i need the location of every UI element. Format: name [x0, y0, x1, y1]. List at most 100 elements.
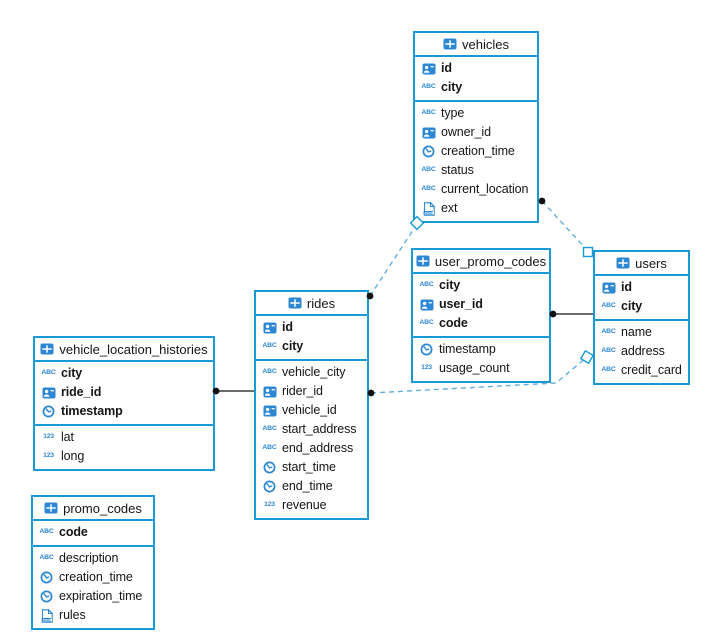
field-row-user_id[interactable]: user_id	[413, 295, 549, 314]
section-divider	[415, 100, 537, 102]
field-name: creation_time	[441, 144, 515, 159]
field-row-timestamp[interactable]: timestamp	[35, 402, 213, 421]
abc-text-icon: ABC	[421, 185, 436, 193]
clock-icon	[42, 405, 55, 418]
field-name: city	[441, 80, 463, 95]
field-name: owner_id	[441, 125, 491, 140]
field-name: code	[439, 316, 468, 331]
user-id-icon	[42, 387, 55, 398]
field-row-creation_time[interactable]: creation_time	[33, 568, 153, 587]
field-name: usage_count	[439, 361, 510, 376]
svg-text:JSON: JSON	[42, 618, 52, 622]
field-name: lat	[61, 430, 74, 445]
field-row-id[interactable]: id	[415, 59, 537, 78]
field-name: current_location	[441, 182, 529, 197]
number-123-icon: 123	[264, 501, 275, 509]
table-header[interactable]: rides	[256, 292, 367, 316]
field-name: ride_id	[61, 385, 102, 400]
field-row-ext[interactable]: JSON ext	[415, 199, 537, 218]
field-name: ext	[441, 201, 458, 216]
field-row-rider_id[interactable]: rider_id	[256, 382, 367, 401]
table-header[interactable]: vehicle_location_histories	[35, 338, 213, 362]
field-row-start_time[interactable]: start_time	[256, 458, 367, 477]
field-row-current_location[interactable]: ABC current_location	[415, 180, 537, 199]
field-row-timestamp[interactable]: timestamp	[413, 340, 549, 359]
clock-icon	[40, 590, 53, 603]
clock-icon	[40, 571, 53, 584]
field-name: vehicle_id	[282, 403, 337, 418]
field-name: start_address	[282, 422, 357, 437]
field-name: credit_card	[621, 363, 682, 378]
field-row-creation_time[interactable]: creation_time	[415, 142, 537, 161]
user-id-icon	[420, 299, 433, 310]
table-header[interactable]: vehicles	[415, 33, 537, 57]
user-id-icon	[263, 322, 276, 333]
abc-text-icon: ABC	[39, 554, 54, 562]
table-header[interactable]: user_promo_codes	[413, 250, 549, 274]
field-name: id	[441, 61, 452, 76]
svg-text:JSON: JSON	[424, 211, 434, 215]
table-header[interactable]: users	[595, 252, 688, 276]
field-row-owner_id[interactable]: owner_id	[415, 123, 537, 142]
number-123-icon: 123	[421, 364, 432, 372]
field-row-vehicle_id[interactable]: vehicle_id	[256, 401, 367, 420]
field-row-expiration_time[interactable]: expiration_time	[33, 587, 153, 606]
table-icon	[443, 38, 457, 50]
relation-vehicles-to-users[interactable]	[541, 200, 589, 252]
field-name: rider_id	[282, 384, 323, 399]
table-icon	[416, 255, 430, 267]
field-row-id[interactable]: id	[256, 318, 367, 337]
abc-text-icon: ABC	[421, 109, 436, 117]
user-id-icon	[263, 386, 276, 397]
json-icon: JSON	[41, 608, 53, 623]
table-name: vehicle_location_histories	[59, 341, 208, 357]
user-id-icon	[263, 405, 276, 416]
table-header[interactable]: promo_codes	[33, 497, 153, 521]
field-row-usage_count[interactable]: 123 usage_count	[413, 359, 549, 378]
field-row-ride_id[interactable]: ride_id	[35, 383, 213, 402]
relation-rides-to-vehicles[interactable]	[369, 223, 418, 297]
field-name: timestamp	[61, 404, 123, 419]
section-divider	[35, 424, 213, 426]
field-row-end_time[interactable]: end_time	[256, 477, 367, 496]
field-row-id[interactable]: id	[595, 278, 688, 297]
table-icon	[40, 343, 54, 355]
section-divider	[256, 359, 367, 361]
field-name: end_time	[282, 479, 333, 494]
